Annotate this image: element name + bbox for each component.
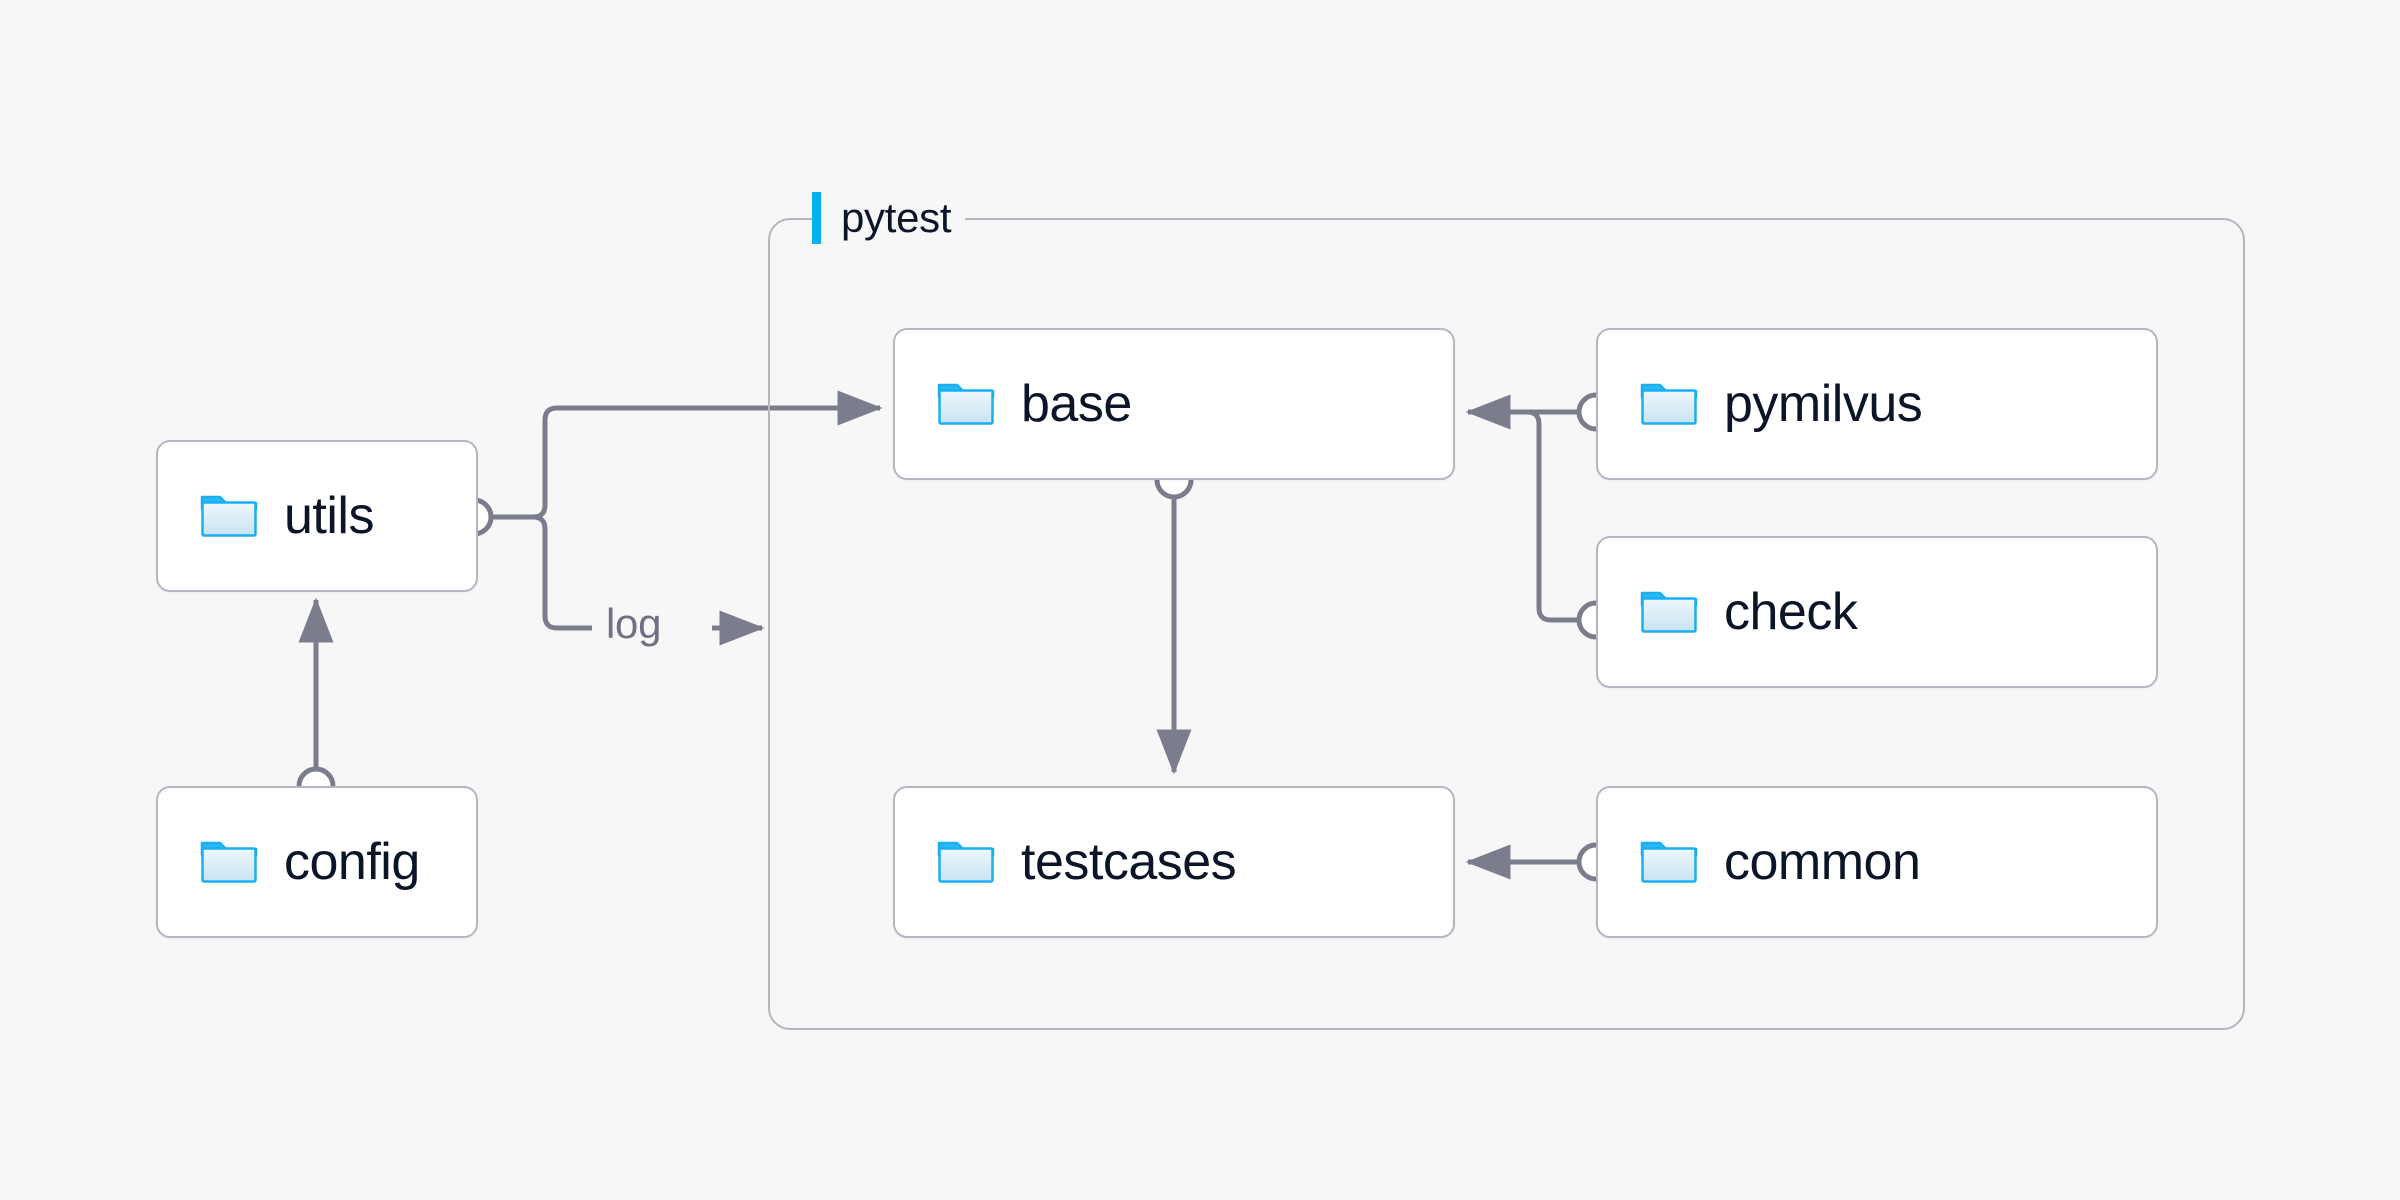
node-label: config — [284, 833, 420, 891]
folder-icon — [1640, 377, 1698, 432]
node-utils[interactable]: utils — [156, 440, 478, 592]
node-testcases[interactable]: testcases — [893, 786, 1455, 938]
accent-bar-icon — [812, 192, 821, 244]
node-label: base — [1021, 375, 1132, 433]
group-pytest-title: pytest — [812, 189, 966, 247]
edge-label-log: log — [606, 600, 662, 647]
node-label: check — [1724, 583, 1858, 641]
group-title-label: pytest — [841, 194, 952, 241]
node-pymilvus[interactable]: pymilvus — [1596, 328, 2158, 480]
folder-icon — [200, 489, 258, 544]
group-pytest[interactable] — [768, 218, 2245, 1030]
folder-icon — [937, 835, 995, 890]
node-config[interactable]: config — [156, 786, 478, 938]
node-base[interactable]: base — [893, 328, 1455, 480]
node-label: utils — [284, 487, 374, 545]
folder-icon — [200, 835, 258, 890]
node-label: pymilvus — [1724, 375, 1923, 433]
folder-icon — [937, 377, 995, 432]
node-label: testcases — [1021, 833, 1237, 891]
node-common[interactable]: common — [1596, 786, 2158, 938]
folder-icon — [1640, 585, 1698, 640]
edge-utils-to-log — [532, 514, 592, 631]
node-label: common — [1724, 833, 1921, 891]
folder-icon — [1640, 835, 1698, 890]
node-check[interactable]: check — [1596, 536, 2158, 688]
